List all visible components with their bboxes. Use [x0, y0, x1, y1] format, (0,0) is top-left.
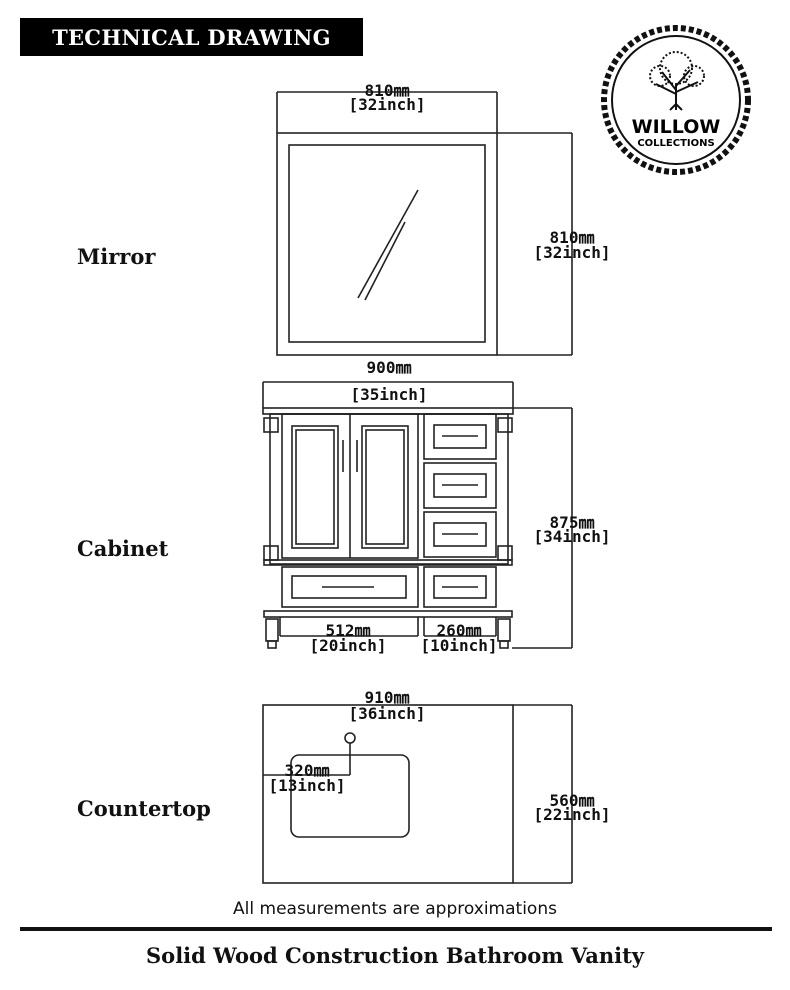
cabinet-left-in: [20inch]: [309, 636, 386, 655]
cabinet-left-mm: 512㎜: [326, 621, 371, 640]
logo-wordmark: WILLOW: [632, 116, 721, 138]
tree-icon: [649, 51, 705, 111]
cabinet-label: Cabinet: [77, 536, 169, 561]
logo-subtitle: COLLECTIONS: [637, 138, 714, 149]
header-title: TECHNICAL DRAWING: [20, 18, 363, 56]
sink-width-mm: 320㎜: [285, 761, 330, 780]
mirror-width-mm: 810㎜: [365, 81, 410, 100]
countertop-width-mm: 910㎜: [365, 688, 410, 707]
cabinet-right-mm: 260㎜: [437, 621, 482, 640]
divider: [20, 927, 772, 931]
cabinet-width-mm: 900㎜: [367, 358, 412, 377]
mirror-height-mm: 810㎜: [550, 228, 595, 247]
countertop-width-in: [36inch]: [348, 704, 425, 723]
mirror-label: Mirror: [77, 244, 156, 269]
approximation-note: All measurements are approximations: [233, 899, 557, 919]
cabinet-height-mm: 875㎜: [550, 513, 595, 532]
cabinet-drawing: [262, 381, 573, 649]
product-title: Solid Wood Construction Bathroom Vanity: [146, 943, 644, 968]
mirror-height-in: [32inch]: [533, 243, 610, 262]
cabinet-width-in: [35inch]: [350, 385, 427, 404]
sink-width-in: [13inch]: [268, 776, 345, 795]
countertop-label: Countertop: [77, 796, 211, 821]
willow-collections-logo: WILLOW COLLECTIONS: [601, 25, 751, 175]
countertop-depth-mm: 560㎜: [550, 791, 595, 810]
cabinet-right-in: [10inch]: [420, 636, 497, 655]
technical-drawing: 810㎜ [32inch] 810㎜ [32inch] 900㎜ [35inch…: [262, 81, 611, 884]
mirror-width-in: [32inch]: [348, 95, 425, 114]
cabinet-height-in: [34inch]: [533, 527, 610, 546]
countertop-depth-in: [22inch]: [533, 805, 610, 824]
countertop-drawing: [262, 704, 573, 884]
mirror-drawing: [276, 91, 573, 356]
